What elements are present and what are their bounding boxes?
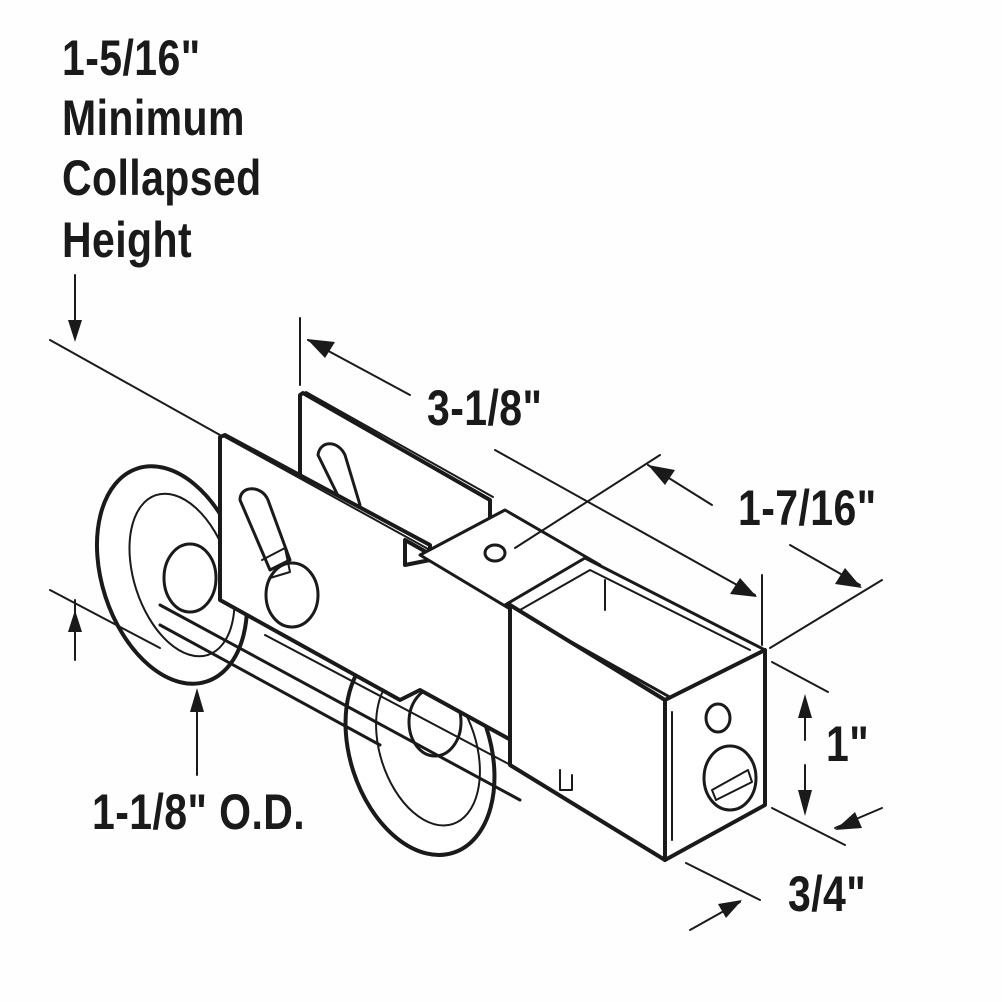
housing-length-dimension-label: 1-7/16": [738, 480, 877, 536]
width-dimension-label: 3/4": [788, 866, 867, 922]
dim-length: [299, 317, 763, 646]
collapsed-height-label-line2: Collapsed: [62, 150, 262, 206]
lower-rail: [158, 603, 522, 802]
height-dimension-label: 1": [826, 716, 870, 772]
dim-wheel-diameter: [190, 688, 204, 776]
collapsed-height-value: 1-5/16": [62, 30, 201, 86]
dim-collapsed-height: [49, 274, 221, 661]
length-dimension-label: 3-1/8": [427, 380, 543, 436]
dim-width: [685, 807, 883, 931]
collapsed-height-label-line3: Height: [62, 212, 193, 268]
housing-box: [503, 556, 767, 862]
dim-height: [771, 661, 846, 846]
collapsed-height-label-line1: Minimum: [62, 90, 245, 146]
dim-housing-length: [514, 454, 883, 649]
wheel-diameter-label: 1-1/8" O.D.: [92, 784, 306, 840]
